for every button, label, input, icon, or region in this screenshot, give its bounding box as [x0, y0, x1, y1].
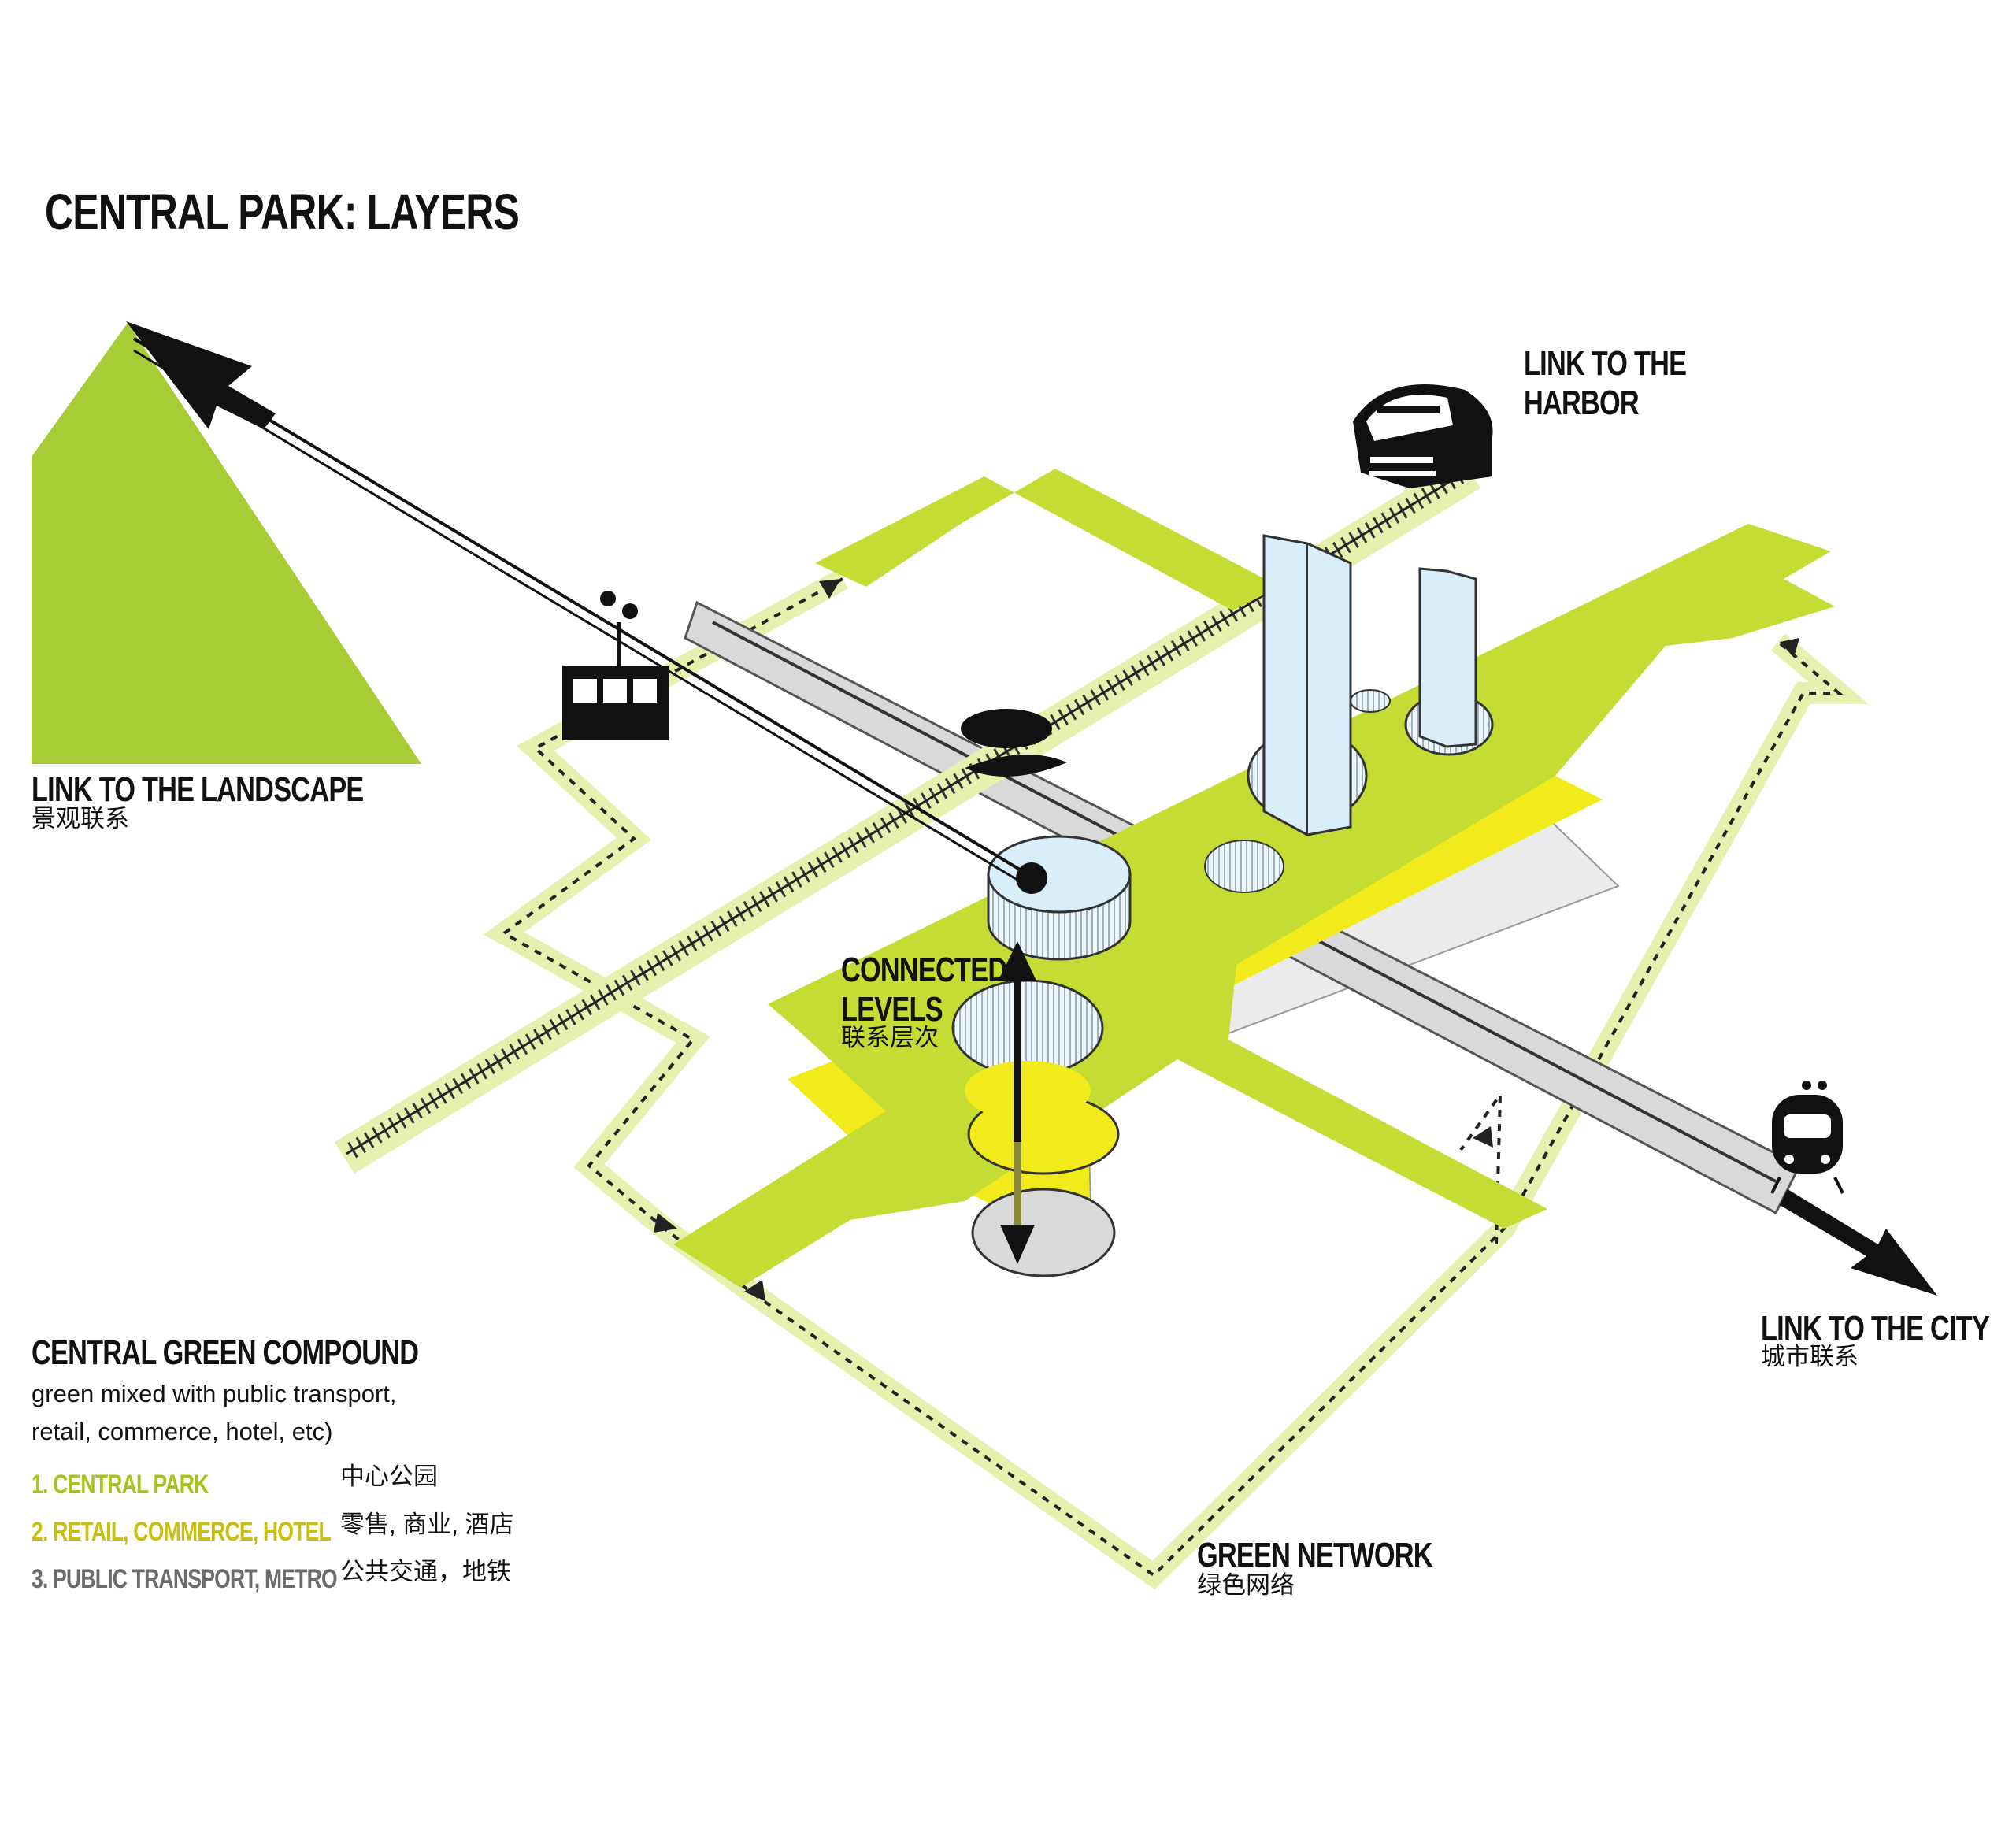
network-arrow-5 [1473, 1126, 1493, 1148]
levels-label-line2: LEVELS [841, 990, 943, 1029]
cable-car-icon [562, 591, 669, 740]
hole-small-2 [1204, 840, 1284, 893]
landscape-label: LINK TO THE LANDSCAPE [32, 770, 364, 809]
green-network-loop [484, 569, 1870, 1590]
mountain-icon [32, 323, 421, 764]
network-arrow-2 [654, 1213, 677, 1233]
levels-label-line1: CONNECTED [841, 951, 1007, 989]
legend-description-line1: green mixed with public transport, [32, 1380, 397, 1407]
legend-item-transport-cn: 公共交通，地铁 [340, 1558, 511, 1585]
legend-item-central-park: 1. CENTRAL PARK [32, 1470, 209, 1500]
green-network-path [501, 577, 1844, 1578]
cable-arrow-head [126, 321, 276, 429]
tower-2 [1418, 567, 1477, 748]
legend-item-central-park-cn: 中心公园 [340, 1463, 438, 1490]
park-lower-arm [673, 1099, 976, 1288]
harbor-label-line2: HARBOR [1524, 384, 1640, 422]
harbor-label-line1: LINK TO THE [1524, 344, 1687, 383]
cable-line-2 [133, 349, 1028, 888]
levels-arrow-down [1000, 1225, 1035, 1264]
rail-portal [961, 709, 1052, 748]
cable-anchor [1016, 862, 1047, 894]
metro-train-icon [1770, 1081, 1844, 1194]
legend-item-retail-cn: 零售, 商业, 酒店 [340, 1511, 514, 1538]
network-label-cn: 绿色网络 [1197, 1571, 1295, 1599]
rail-portal-shadow [965, 755, 1067, 777]
vertical-core-bottom [971, 1188, 1116, 1277]
harbor-train-icon [1353, 384, 1493, 488]
page-title: CENTRAL PARK: LAYERS [45, 184, 520, 240]
city-label-cn: 城市联系 [1761, 1343, 1858, 1370]
city-arrow [1780, 1189, 1937, 1296]
levels-arrow-up [999, 941, 1036, 981]
hole-small-1 [1350, 689, 1391, 713]
network-arrow-4 [1780, 638, 1799, 658]
network-arrow-3 [744, 1280, 765, 1301]
network-arrow-1 [819, 579, 841, 599]
legend-item-transport: 3. PUBLIC TRANSPORT, METRO [32, 1564, 338, 1594]
vertical-core-top-floor [965, 1061, 1091, 1121]
park-arm-top-left [815, 476, 996, 587]
network-label: GREEN NETWORK [1197, 1536, 1433, 1574]
legend-item-retail: 2. RETAIL, COMMERCE, HOTEL [32, 1517, 332, 1547]
landscape-label-cn: 景观联系 [32, 805, 129, 832]
legend-description-line2: retail, commerce, hotel, etc) [32, 1418, 333, 1445]
cable-line-1 [132, 337, 1029, 876]
station-cylinder-top [987, 835, 1132, 914]
legend-heading: CENTRAL GREEN COMPOUND [32, 1333, 419, 1372]
levels-label-cn: 联系层次 [841, 1024, 939, 1051]
city-label: LINK TO THE CITY [1761, 1309, 1990, 1348]
